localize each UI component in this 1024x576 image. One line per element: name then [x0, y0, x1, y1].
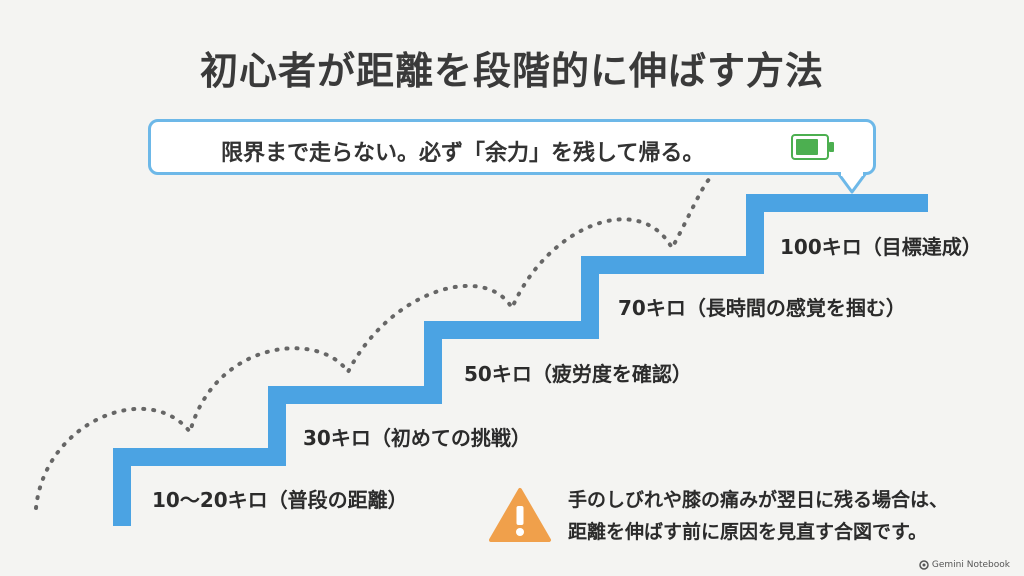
- callout-box: 限界まで走らない。必ず「余力」を残して帰る。: [148, 119, 876, 175]
- callout-tail-joint: [841, 170, 863, 176]
- page-title: 初心者が距離を段階的に伸ばす方法: [199, 49, 824, 93]
- step-label-1: 10〜20キロ（普段の距離）: [152, 488, 408, 512]
- step-label-4: 70キロ（長時間の感覚を掴む）: [618, 296, 906, 320]
- notebook-icon: [919, 560, 929, 570]
- battery-icon: [791, 134, 834, 160]
- progress-path: [34, 176, 712, 510]
- warning-line-1: 手のしびれや膝の痛みが翌日に残る場合は、: [568, 489, 949, 511]
- step-label-2: 30キロ（初めての挑戦）: [303, 426, 531, 450]
- warning-line-2: 距離を伸ばす前に原因を見直す合図です。: [568, 521, 928, 543]
- staircase-line: [113, 194, 928, 526]
- warning-text: 手のしびれや膝の痛みが翌日に残る場合は、 距離を伸ばす前に原因を見直す合図です。: [568, 484, 948, 548]
- step-label-5: 100キロ（目標達成）: [780, 235, 982, 259]
- footer: Gemini Notebook: [919, 560, 1010, 570]
- step-label-3: 50キロ（疲労度を確認）: [464, 362, 692, 386]
- footer-text: Gemini Notebook: [931, 560, 1010, 570]
- warning-icon: [489, 488, 551, 542]
- callout-tail: [836, 172, 868, 194]
- callout-text: 限界まで走らない。必ず「余力」を残して帰る。: [221, 141, 705, 166]
